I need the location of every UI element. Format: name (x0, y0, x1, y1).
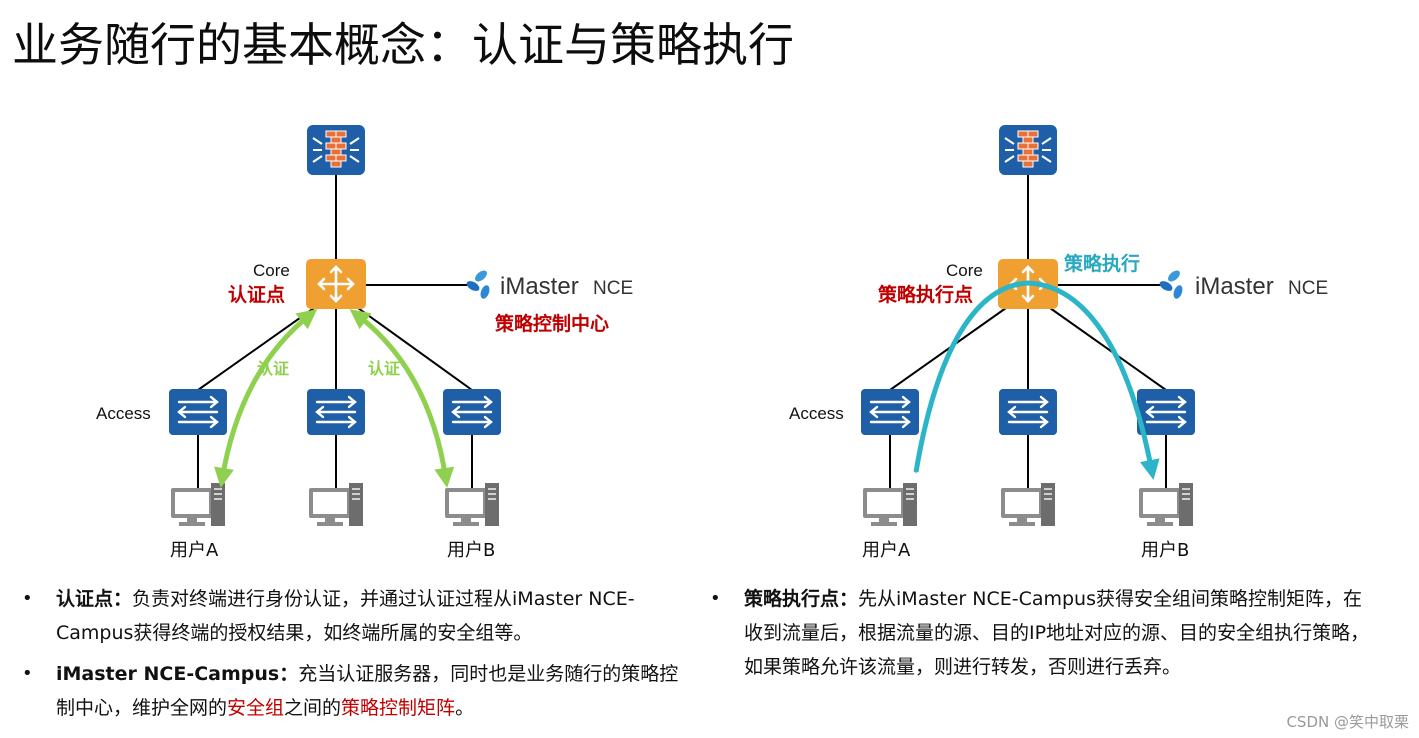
left-diagram: Core 认证点 Access 认证 认证 iMaster NCE 策略控制中心… (96, 124, 633, 561)
bullet-text: 之间的 (284, 697, 342, 719)
bullet-text: 。 (455, 697, 475, 719)
core-label: Core (946, 261, 983, 280)
policy-arrow-right (913, 280, 1160, 480)
bullet-term: iMaster NCE-Campus (56, 663, 280, 685)
bullet-colon: ： (279, 663, 299, 685)
nce-suffix: NCE (593, 278, 633, 299)
access-label: Access (96, 404, 151, 423)
core-role-label: 认证点 (228, 283, 285, 306)
bullet-item-imaster: • iMaster NCE-Campus：充当认证服务器，同时也是业务随行的策略… (22, 657, 682, 725)
bullet-colon: ： (839, 588, 859, 610)
core-label: Core (253, 261, 290, 280)
access-switch-icon (305, 387, 367, 437)
highlight-security-group: 安全组 (227, 697, 285, 719)
bullet-dot: • (710, 588, 721, 609)
bullet-item-auth-point: • 认证点：负责对终端进行身份认证，并通过认证过程从iMaster NCE-Ca… (22, 582, 682, 650)
access-label: Access (789, 404, 844, 423)
access-switch-icon (1135, 387, 1197, 437)
right-diagram: Core 策略执行点 策略执行 Access iMaster NCE 用户A 用… (789, 124, 1328, 561)
user-b-label: 用户B (447, 540, 495, 561)
bullet-text: 负责对终端进行身份认证，并通过认证过程从iMaster NCE-Campus获得… (56, 588, 635, 644)
bullet-list-right: • 策略执行点：先从iMaster NCE-Campus获得安全组间策略控制矩阵… (710, 582, 1380, 691)
policy-exec-label: 策略执行 (1064, 252, 1140, 275)
bullet-dot: • (22, 663, 33, 684)
firewall-icon (306, 124, 366, 176)
access-switch-icon (859, 387, 921, 437)
access-switch-icon (997, 387, 1059, 437)
core-role-label: 策略执行点 (878, 283, 973, 306)
pc-icon (1001, 483, 1055, 526)
nce-name: iMaster (1195, 273, 1274, 300)
user-a-label: 用户A (862, 540, 911, 561)
imaster-logo-icon (464, 268, 492, 300)
pc-icon (1139, 483, 1193, 526)
bullet-text: 先从iMaster NCE-Campus获得安全组间策略控制矩阵，在收到流量后，… (744, 588, 1370, 678)
bullet-colon: ： (113, 588, 133, 610)
bullet-term: 认证点 (56, 588, 114, 610)
auth-label: 认证 (257, 359, 289, 378)
auth-arrow-right (349, 309, 455, 488)
pc-icon (445, 483, 499, 526)
bullet-dot: • (22, 588, 33, 609)
right-links (889, 175, 1167, 488)
auth-label: 认证 (368, 359, 400, 378)
nce-name: iMaster (500, 273, 579, 300)
bullet-list-left: • 认证点：负责对终端进行身份认证，并通过认证过程从iMaster NCE-Ca… (22, 582, 682, 732)
pc-icon (171, 483, 225, 526)
user-b-label: 用户B (1141, 540, 1189, 561)
access-switch-icon (167, 387, 229, 437)
pc-icon (863, 483, 917, 526)
bullet-term: 策略执行点 (744, 588, 840, 610)
watermark: CSDN @笑中取栗 (1286, 713, 1409, 731)
auth-arrow-left (214, 309, 318, 488)
left-links (197, 175, 473, 488)
core-switch-icon (304, 257, 368, 311)
nce-role-label: 策略控制中心 (495, 312, 609, 335)
highlight-policy-matrix: 策略控制矩阵 (341, 697, 456, 719)
page-title: 业务随行的基本概念：认证与策略执行 (12, 18, 794, 72)
access-switch-icon (441, 387, 503, 437)
pc-icon (309, 483, 363, 526)
imaster-logo-icon (1157, 268, 1185, 300)
user-a-label: 用户A (170, 540, 219, 561)
bullet-text: 充当认证服务器，同时也是业务随行的策略控制中心，维护全网的 (56, 663, 679, 719)
nce-suffix: NCE (1288, 278, 1328, 299)
bullet-item-policy-point: • 策略执行点：先从iMaster NCE-Campus获得安全组间策略控制矩阵… (710, 582, 1380, 684)
firewall-icon (998, 124, 1058, 176)
